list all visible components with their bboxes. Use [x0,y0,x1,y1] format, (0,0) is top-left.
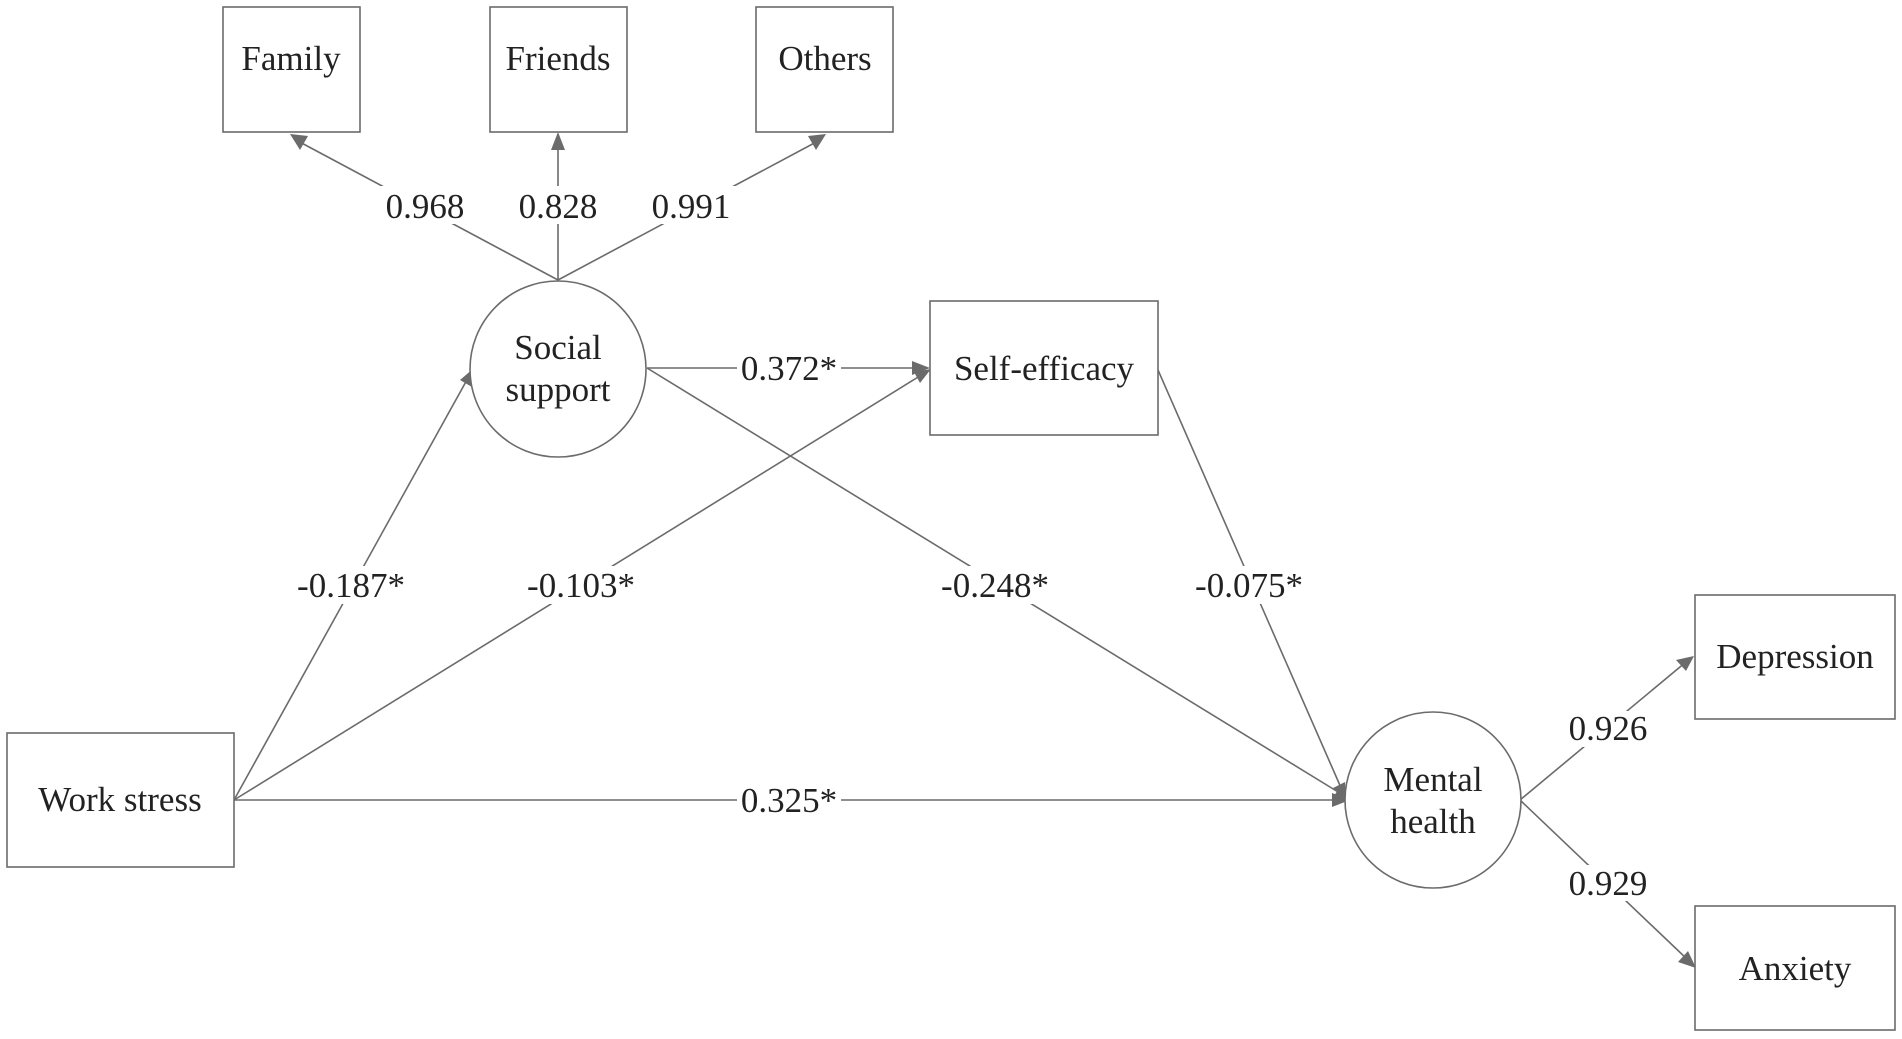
label-mental-health-line2: health [1390,802,1476,841]
coef-ss-family: 0.968 [386,187,465,226]
arrowhead [1333,782,1346,800]
label-depression: Depression [1716,637,1873,676]
coef-ss-others: 0.991 [652,187,731,226]
node-mental-health: Mental health [1344,711,1522,889]
coef-ws-ss: -0.187* [297,566,405,605]
indicator-anxiety: Anxiety [1694,905,1896,1031]
indicator-family: Family [222,6,361,133]
arrowhead [808,134,826,150]
coef-ws-mh: 0.325* [741,781,837,820]
arrowhead [1332,793,1350,807]
label-social-support-line2: support [506,370,611,409]
coef-ss-friends: 0.828 [519,187,598,226]
node-social-support: Social support [469,280,647,458]
label-work-stress: Work stress [38,780,201,819]
coef-mh-anxiety: 0.929 [1569,864,1648,903]
coef-ss-mh: -0.248* [941,566,1049,605]
label-self-efficacy: Self-efficacy [954,349,1135,388]
node-work-stress: Work stress [6,732,235,868]
label-others: Others [778,39,871,78]
arrowhead [290,134,308,150]
arrowhead [914,369,931,383]
label-anxiety: Anxiety [1739,949,1852,988]
indicator-depression: Depression [1694,594,1896,720]
label-social-support-line1: Social [514,328,602,367]
arrowhead [551,132,565,150]
label-family: Family [241,39,341,78]
node-self-efficacy: Self-efficacy [929,300,1159,436]
arrowhead [1678,951,1696,968]
indicator-others: Others [755,6,894,133]
coef-ws-se: -0.103* [527,566,635,605]
coefficients: 0.968 0.828 0.991 0.372* -0.187* -0.103*… [292,186,1653,903]
label-friends: Friends [506,39,611,78]
coef-se-mh: -0.075* [1195,566,1303,605]
arrowhead [912,361,930,375]
coef-mh-depression: 0.926 [1569,709,1648,748]
arrowhead [1676,656,1694,671]
indicator-friends: Friends [489,6,628,133]
label-mental-health-line1: Mental [1383,760,1482,799]
coef-ss-se: 0.372* [741,349,837,388]
